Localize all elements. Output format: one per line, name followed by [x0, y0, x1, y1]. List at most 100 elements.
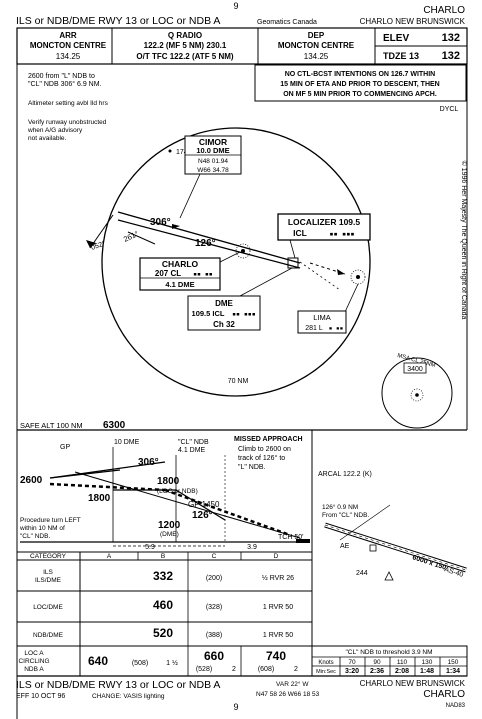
arr-freq: 134.25 — [56, 52, 81, 61]
verify-note-2: when A/G advisory — [27, 127, 83, 134]
footer-coords: N47 58 26 W66 18 53 — [256, 691, 320, 698]
rwy-from-cl: From "CL" NDB. — [322, 512, 369, 519]
gp-label: GP — [60, 444, 70, 451]
verify-note-3: not available. — [28, 135, 66, 142]
rwy-distance: 126° 0.9 NM — [322, 503, 358, 511]
dme-box: DME 109.5 ICL ▪▪ ▪▪▪ Ch 32 — [187, 267, 293, 331]
col-a: A — [107, 553, 112, 560]
dep-freq: 134.25 — [304, 52, 329, 61]
time-70: 3:20 — [345, 668, 359, 675]
procedure-turn-2: within 10 NM of — [19, 525, 65, 532]
charlo-ndb-dme: 4.1 DME — [165, 280, 194, 289]
circling-ab-haa: (508) — [132, 660, 148, 667]
header-airport: CHARLO — [423, 5, 465, 16]
circling-label-3: NDB A — [24, 666, 44, 673]
tdze-label: TDZE 13 — [383, 51, 419, 61]
dme-freq: 109.5 ICL — [192, 309, 225, 318]
profile-cl-dme: 4.1 DME — [178, 447, 206, 454]
profile-cl-ndb: "CL" NDB — [178, 439, 209, 446]
footer-change: CHANGE: VASIS lighting — [92, 693, 165, 700]
spot-elevation-icon — [168, 149, 172, 153]
svg-text:▪▪ ▪▪▪: ▪▪ ▪▪▪ — [329, 230, 354, 238]
footer-code: NAD83 — [446, 703, 466, 709]
charlo-ndb-freq: 207 CL — [155, 269, 181, 278]
elev-label: ELEV — [383, 33, 409, 44]
row-loc-cat: LOC/DME — [33, 604, 63, 611]
row-loc-alt: 460 — [153, 598, 173, 612]
circling-c-haa: (528) — [196, 666, 212, 673]
dme-label: DME — [215, 299, 233, 308]
col-c: C — [212, 553, 217, 560]
elev-value: 132 — [442, 32, 460, 44]
knots-90: 90 — [373, 659, 381, 666]
lima-ndb-freq: 281 L — [305, 325, 323, 332]
circling-c-alt: 660 — [204, 649, 224, 663]
msa-altitude: 3400 — [407, 366, 423, 373]
arr-name: MONCTON CENTRE — [30, 41, 107, 50]
row-ils-haa: (200) — [206, 575, 222, 582]
time-130: 1:48 — [420, 668, 434, 675]
row-ils-alt: 332 — [153, 569, 173, 583]
ctl-note-box — [254, 64, 467, 102]
cimor-lat: N48 01.94 — [198, 158, 228, 165]
lima-ndb-icon — [350, 269, 366, 285]
approach-track — [86, 211, 346, 291]
dep-label: DEP — [308, 31, 325, 40]
range-circle — [101, 127, 371, 397]
profile-view: GP 10 DME "CL" NDB 4.1 DME 306° 126° 260… — [16, 430, 313, 719]
circling-d-haa: (608) — [258, 666, 274, 673]
row-loc-vis: 1 RVR 50 — [263, 604, 293, 611]
lima-ndb-name: LIMA — [313, 313, 331, 322]
safe-alt-value: 6300 — [103, 420, 126, 431]
knots-150: 150 — [448, 659, 459, 666]
svg-text:▪ ▪▪: ▪ ▪▪ — [329, 325, 343, 332]
row-loc-haa: (328) — [206, 604, 222, 611]
range-label: 70 NM — [228, 378, 249, 385]
spot-elevation: 1749 — [176, 149, 192, 156]
footer-airport: CHARLO — [423, 689, 465, 700]
copyright: © 1996 Her Majesty The Queen in Right of… — [460, 161, 468, 320]
minima-table: CATEGORY A B C D ILS ILS/DME 332 (200) ½… — [17, 551, 467, 677]
track-261: 261° — [122, 229, 140, 244]
col-d: D — [274, 553, 279, 560]
arcal-label: ARCAL 122.2 (K) — [318, 471, 372, 478]
charlo-ndb-icon — [235, 243, 251, 259]
circling-d-alt: 740 — [266, 649, 286, 663]
localizer-box: LOCALIZER 109.5 ICL ▪▪ ▪▪▪ — [277, 213, 371, 259]
ctl-note-1: NO CTL-BCST INTENTIONS ON 126.7 WITHIN — [285, 71, 436, 78]
track-306: 306° — [150, 217, 171, 228]
knots-130: 130 — [422, 659, 433, 666]
dep-name: MONCTON CENTRE — [278, 41, 355, 50]
verify-note-1: Verify runway unobstructed — [28, 119, 107, 126]
bearing-052: 052° — [90, 239, 107, 252]
segment-5-9: 5.9 — [145, 544, 155, 551]
cimor-lon: W66 34.78 — [197, 167, 229, 174]
radio-line-1: 122.2 (MF 5 NM) 230.1 — [144, 41, 227, 50]
row-ils-cat-1: ILS — [43, 569, 53, 576]
altimeter-note: Altimeter setting avbl Ild hrs — [28, 100, 109, 107]
ctl-note-3: ON MF 5 MIN PRIOR TO COMMENCING APCH. — [283, 91, 437, 98]
time-150: 1:34 — [446, 668, 460, 675]
aerodrome-sketch: ARCAL 122.2 (K) 126° 0.9 NM From "CL" ND… — [318, 471, 467, 581]
circling-d-vis: 2 — [294, 666, 298, 673]
safe-alt-label: SAFE ALT 100 NM — [20, 421, 83, 430]
profile-tch: TCH 50' — [278, 534, 303, 541]
footer-var: VAR 22° W — [276, 680, 309, 688]
localizer-id: ICL — [293, 228, 307, 238]
profile-gp-1450: GP 1450 — [188, 500, 220, 509]
arr-label: ARR — [59, 31, 77, 40]
localizer-title: LOCALIZER 109.5 — [288, 217, 361, 227]
charlo-ndb-box: CHARLO 207 CL ▪▪ ▪▪ 4.1 DME — [139, 251, 241, 291]
charlo-ndb-name: CHARLO — [162, 259, 199, 269]
knots-110: 110 — [397, 659, 408, 666]
row-ndb-alt: 520 — [153, 626, 173, 640]
timing-table: "CL" NDB to threshold 3.9 NM Knots Min:S… — [311, 645, 468, 677]
page-number-top: 9 — [233, 1, 238, 11]
msa-circle: MSA CL 25NM 3400 — [381, 353, 453, 429]
profile-alt-1800b: 1800 — [157, 476, 180, 487]
time-90: 2:36 — [370, 668, 384, 675]
profile-dme-paren: (DME) — [160, 531, 179, 538]
minsec-label: Min:Sec — [316, 669, 336, 675]
circling-ab-vis: 1 ½ — [166, 659, 178, 667]
circling-label-2: CIRCLING — [18, 658, 49, 665]
